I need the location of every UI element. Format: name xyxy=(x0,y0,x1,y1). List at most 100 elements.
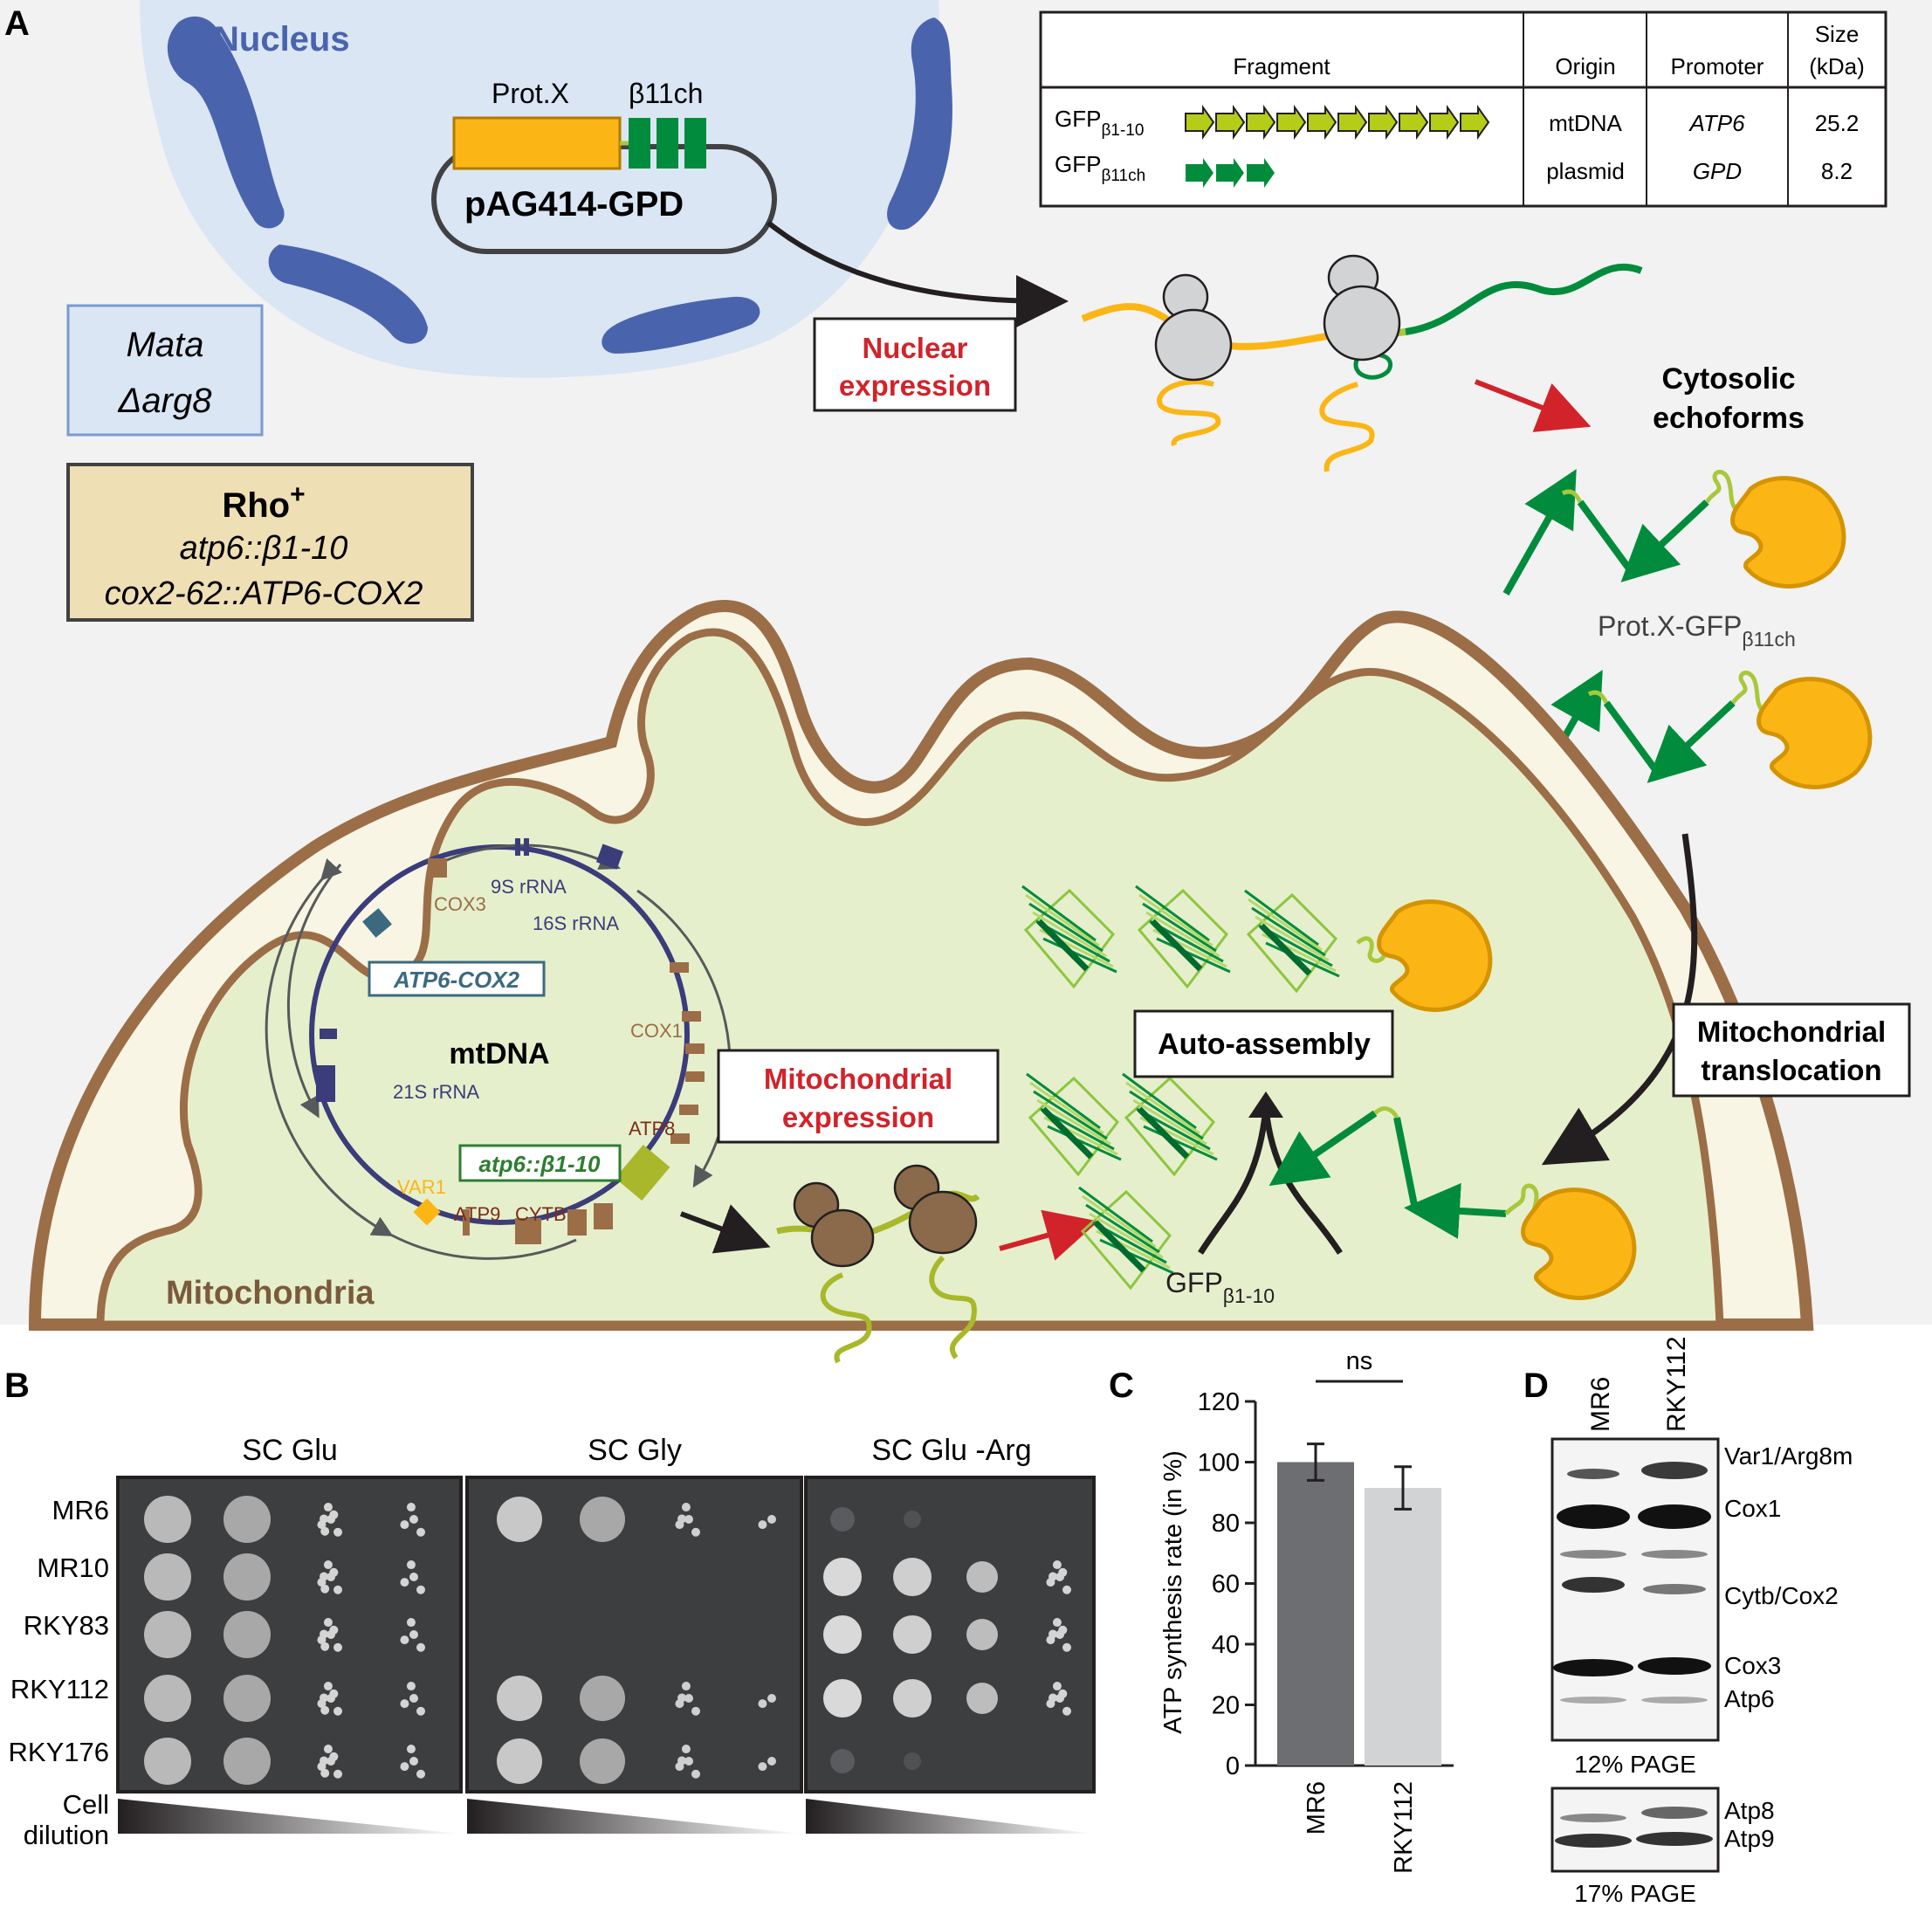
colony-spot xyxy=(823,1558,862,1596)
beta-strand-arrow xyxy=(1460,104,1490,141)
nuclear-expression-box: Nuclear expression xyxy=(813,317,1017,412)
colony-spot xyxy=(323,1618,333,1628)
gene-21s: 21S rRNA xyxy=(393,1081,479,1103)
colony-spot xyxy=(144,1611,191,1658)
colony-spot xyxy=(400,1635,409,1645)
colony-spot xyxy=(320,1705,330,1715)
colony-spot xyxy=(323,1503,333,1512)
rho-main: Rho xyxy=(222,486,290,525)
beta-strand-arrow xyxy=(1307,104,1337,141)
band-atp8: Atp8 xyxy=(1724,1797,1775,1824)
band-atp9: Atp9 xyxy=(1724,1825,1775,1852)
colony-spot xyxy=(823,1679,862,1718)
assembled-linker xyxy=(1356,936,1386,963)
gel-17 xyxy=(1550,1787,1720,1873)
table-header-fragment: Fragment xyxy=(1233,53,1330,79)
table-row-2-origin: plasmid xyxy=(1546,158,1625,184)
colony-spot xyxy=(144,1496,191,1543)
x-tick-label: MR6 xyxy=(1303,1781,1330,1835)
colony-spot xyxy=(893,1679,932,1718)
significance-label: ns xyxy=(1346,1347,1373,1375)
colony-spot xyxy=(406,1682,416,1691)
medium-label-gly: SC Gly xyxy=(588,1434,682,1467)
colony-spot xyxy=(1058,1567,1068,1577)
colony-spot xyxy=(691,1706,701,1716)
assembly-arrow-left xyxy=(1198,1108,1269,1255)
arrow-to-cytosolic xyxy=(1474,379,1592,432)
colony-spot xyxy=(409,1630,418,1639)
gfp-barrel xyxy=(1244,889,1340,994)
prot-x-label: Prot.X xyxy=(492,78,569,109)
dilution-l1: Cell xyxy=(63,1789,109,1820)
colony-spot xyxy=(406,1560,416,1570)
gene-block-cox3 xyxy=(428,858,447,878)
chromatin-blob xyxy=(887,17,952,231)
gel-band xyxy=(1560,1814,1626,1822)
colony-spot xyxy=(580,1497,625,1542)
colony-spot xyxy=(320,1629,329,1639)
y-tick-label: 120 xyxy=(1198,1388,1240,1416)
colony-spot xyxy=(333,1585,343,1594)
gel-band xyxy=(1636,1832,1713,1846)
colony-spot xyxy=(406,1745,416,1754)
colony-spot xyxy=(223,1611,271,1658)
gene-atp8: ATP8 xyxy=(629,1118,675,1139)
beta11-segment xyxy=(657,118,678,169)
colony-spot xyxy=(320,1584,330,1594)
echoform-cytosolic-1 xyxy=(1502,469,1846,596)
colony-spot xyxy=(966,1619,998,1650)
colony-spot xyxy=(1052,1560,1062,1570)
colony-spot xyxy=(681,1745,691,1754)
mitochondria-label: Mitochondria xyxy=(166,1275,375,1311)
dilution-wedge xyxy=(118,1799,461,1834)
y-tick-label: 20 xyxy=(1212,1692,1240,1720)
gene-block-atp6cox2 xyxy=(362,908,392,938)
colony-spot xyxy=(144,1675,191,1722)
table-header-promoter: Promoter xyxy=(1671,53,1764,79)
gfp-barrel xyxy=(1026,1072,1122,1177)
colony-spot xyxy=(409,1757,418,1766)
colony-spot xyxy=(223,1675,271,1722)
colony-spot xyxy=(677,1693,687,1703)
x-tick-label: RKY112 xyxy=(1390,1781,1418,1874)
colony-spot xyxy=(329,1689,339,1698)
page-17: 17% PAGE xyxy=(1574,1880,1696,1907)
colony-spot xyxy=(333,1706,343,1716)
colony-spot xyxy=(416,1642,426,1652)
mtdna-label: mtDNA xyxy=(449,1037,549,1071)
y-axis-title: ATP synthesis rate (in %) xyxy=(1159,1450,1187,1733)
table-header-size: Size xyxy=(1815,21,1860,47)
colony-spot xyxy=(323,1682,333,1691)
gel-band xyxy=(1641,1807,1708,1819)
colony-spot xyxy=(580,1738,625,1784)
colony-spot xyxy=(320,1572,329,1581)
colony-spot xyxy=(409,1573,418,1581)
colony-spot xyxy=(223,1496,271,1543)
nuclear-expression-l2: expression xyxy=(839,369,991,402)
beta-strand-arrow xyxy=(1399,104,1429,141)
mito-expression-l2: expression xyxy=(782,1101,934,1133)
gene-cox3: COX3 xyxy=(434,893,486,915)
colony-spot xyxy=(409,1515,418,1524)
colony-spot xyxy=(320,1693,329,1703)
arrow-mito-expression xyxy=(679,1204,771,1254)
cytosolic-l2: echoforms xyxy=(1653,402,1805,435)
gene-block xyxy=(670,962,689,973)
strain-label-mr6: MR6 xyxy=(52,1495,109,1525)
rho-box: Rho+ atp6::β1-10 cox2-62::ATP6-COX2 xyxy=(66,463,474,622)
colony-spot xyxy=(823,1615,862,1654)
strain-mat: Mata xyxy=(127,326,204,364)
echoform-cytosolic-2 xyxy=(1529,670,1873,796)
gel-band xyxy=(1562,1577,1625,1593)
colony-spot xyxy=(677,1514,687,1524)
colony-spot xyxy=(416,1706,426,1716)
colony-spot xyxy=(758,1520,767,1530)
beta-strand-arrow xyxy=(1429,104,1460,141)
table-row-2-promoter: GPD xyxy=(1693,158,1742,184)
cytosolic-l1: Cytosolic xyxy=(1661,362,1795,396)
colony-spot xyxy=(1049,1572,1058,1581)
auto-assembly-label: Auto-assembly xyxy=(1158,1028,1371,1061)
beta-strand-arrow xyxy=(1337,104,1368,141)
trna-tick xyxy=(515,838,520,856)
